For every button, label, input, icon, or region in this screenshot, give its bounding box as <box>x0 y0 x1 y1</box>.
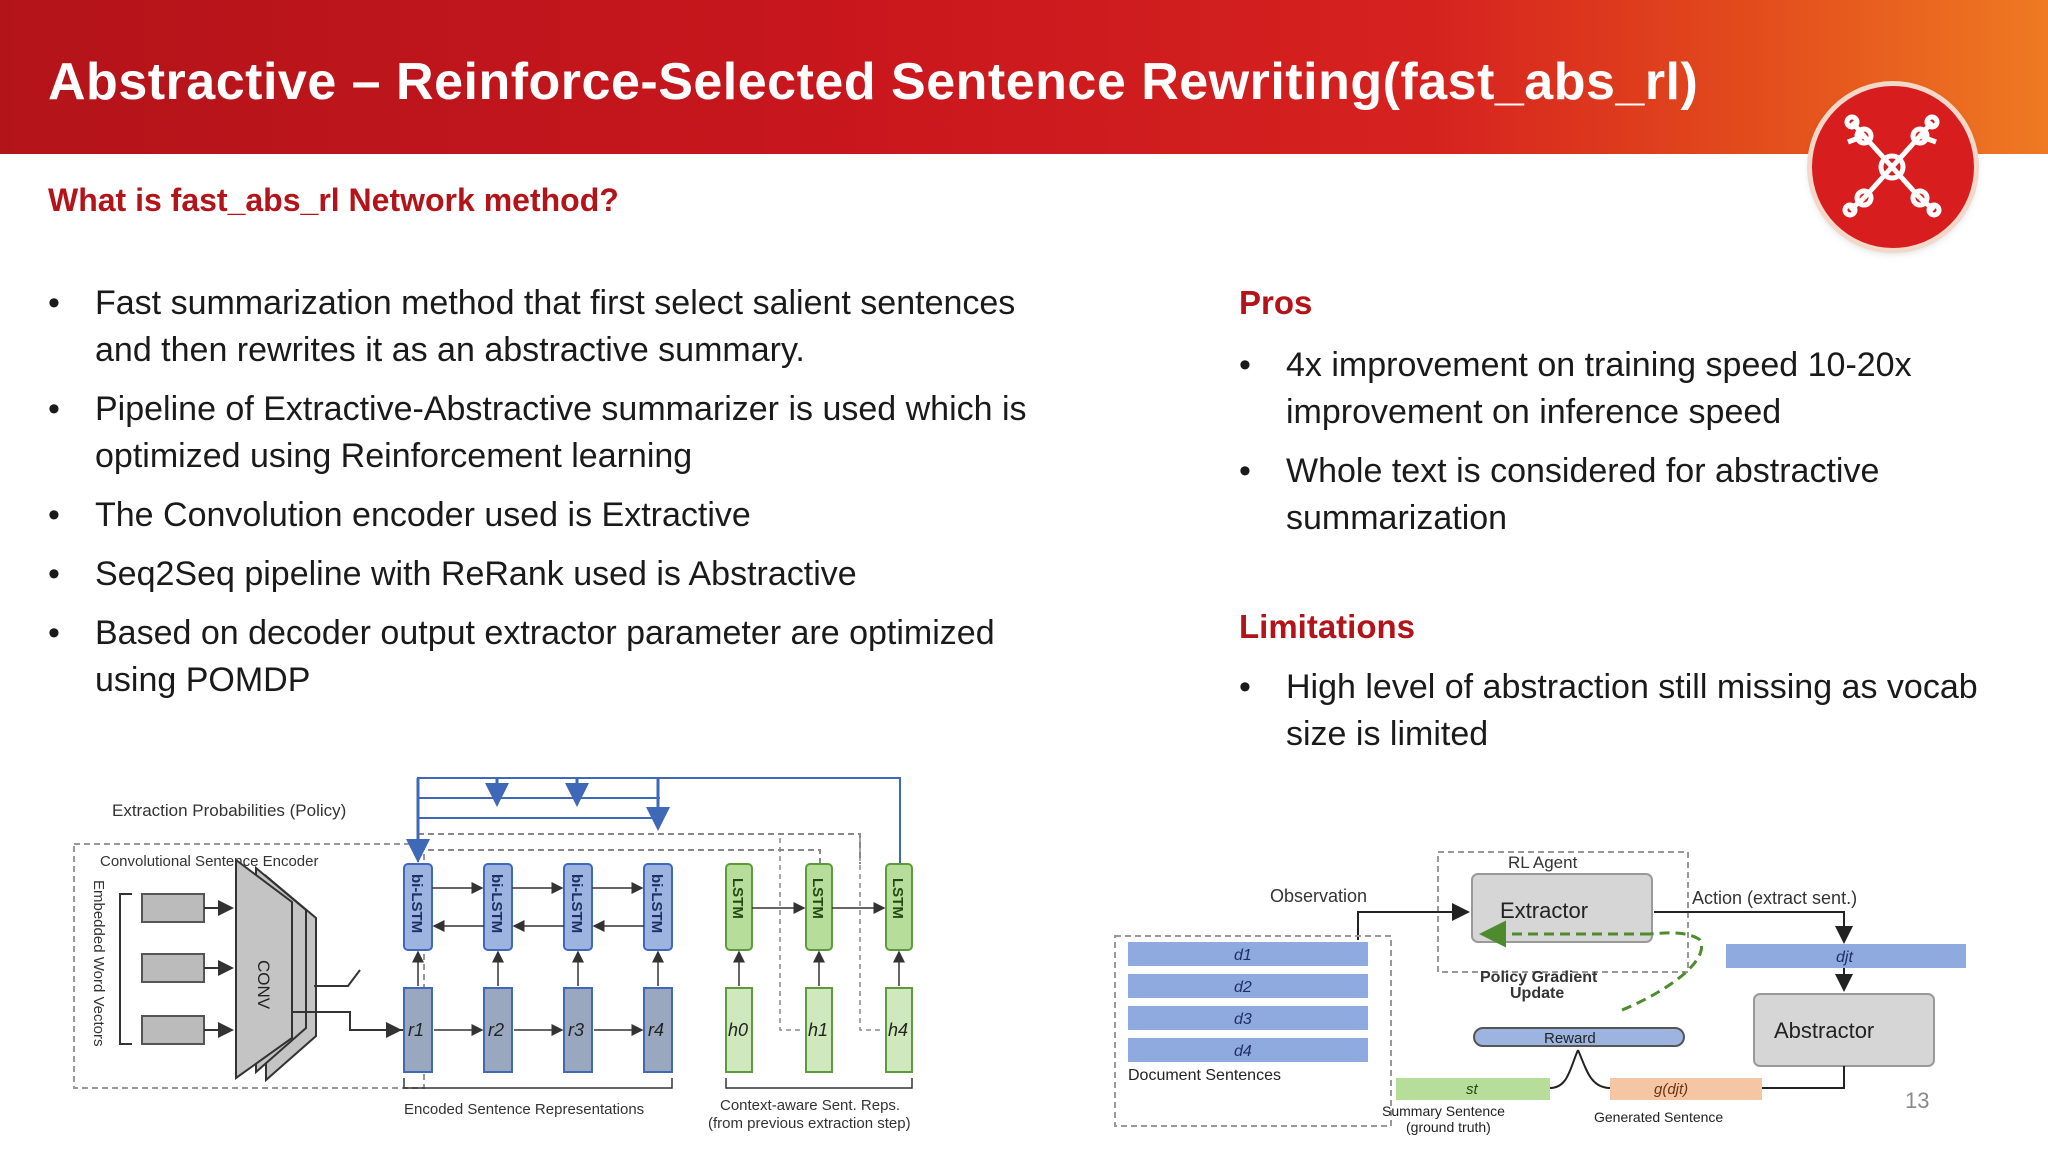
pros-list: 4x improvement on training speed 10-20x … <box>1239 342 1979 554</box>
selected-sentence-bar <box>1726 944 1966 968</box>
h-label: h4 <box>888 1020 908 1040</box>
pros-item: 4x improvement on training speed 10-20x … <box>1239 342 1979 436</box>
extractor-label: Extractor <box>1500 898 1588 923</box>
lstm-label: LSTM <box>809 878 826 919</box>
bullet-item: Seq2Seq pipeline with ReRank used is Abs… <box>48 551 1048 598</box>
r-label: r4 <box>648 1020 664 1040</box>
document-sentences-label: Document Sentences <box>1128 1067 1281 1084</box>
extractor-architecture-diagram: Extraction Probabilities (Policy) Convol… <box>73 777 913 1132</box>
page-number: 13 <box>1905 1088 1930 1113</box>
rl-agent-label: RL Agent <box>1508 853 1578 872</box>
d-label: d3 <box>1234 1011 1252 1028</box>
encoder-box <box>73 843 425 1089</box>
dj-label: djt <box>1836 949 1853 966</box>
reward-box <box>1473 1027 1685 1047</box>
policy-gradient-label: Policy Gradient <box>1480 969 1598 986</box>
reward-label: Reward <box>1544 1030 1596 1047</box>
lstm-label: LSTM <box>729 878 746 919</box>
bullet-item: Fast summarization method that first sel… <box>48 280 1048 374</box>
bilstm-label: bi-LSTM <box>488 874 505 933</box>
bilstm-layer: bi-LSTM bi-LSTM bi-LSTM bi-LSTM <box>403 863 673 951</box>
d-label: d1 <box>1234 947 1252 964</box>
summary-sentence-sublabel: (ground truth) <box>1406 1119 1491 1135</box>
limitations-heading: Limitations <box>1239 608 1416 645</box>
encoded-label: Encoded Sentence Representations <box>404 1101 644 1118</box>
pros-heading: Pros <box>1239 284 1313 321</box>
limitations-item: High level of abstraction still missing … <box>1239 664 1979 758</box>
r-label: r1 <box>408 1020 424 1040</box>
generated-sentence-bar <box>1610 1078 1762 1100</box>
h-label: h1 <box>808 1020 828 1040</box>
policy-label: Extraction Probabilities (Policy) <box>112 801 346 820</box>
summary-sentence-bar <box>1396 1078 1550 1100</box>
logo-badge <box>1812 86 1974 248</box>
encoder-label: Convolutional Sentence Encoder <box>100 853 318 870</box>
extractor-box <box>1471 873 1653 943</box>
network-graph-icon <box>1842 114 1942 218</box>
section-question: What is fast_abs_rl Network method? <box>48 182 619 218</box>
title-bar: Abstractive – Reinforce-Selected Sentenc… <box>0 0 2048 154</box>
lstm-label: LSTM <box>889 878 906 919</box>
generated-sentence-label: Generated Sentence <box>1594 1109 1723 1125</box>
rl-training-diagram: RL Agent Extractor Observation Action (e… <box>1114 851 1966 1135</box>
gdj-label: g(djt) <box>1654 1081 1688 1098</box>
bilstm-label: bi-LSTM <box>568 874 585 933</box>
action-label: Action (extract sent.) <box>1692 888 1857 908</box>
context-label: Context-aware Sent. Reps. <box>720 1097 900 1114</box>
limitations-list: High level of abstraction still missing … <box>1239 664 1979 770</box>
r-label: r3 <box>568 1020 584 1040</box>
d-label: d2 <box>1234 979 1252 996</box>
st-label: st <box>1466 1081 1479 1098</box>
pros-item: Whole text is considered for abstractive… <box>1239 448 1979 542</box>
bilstm-label: bi-LSTM <box>408 874 425 933</box>
d-label: d4 <box>1234 1043 1252 1060</box>
h-label: h0 <box>728 1020 748 1040</box>
conv-label: CONV <box>254 960 273 1010</box>
slide-title: Abstractive – Reinforce-Selected Sentenc… <box>48 53 1699 111</box>
policy-gradient-sublabel: Update <box>1510 985 1564 1002</box>
bullet-item: Based on decoder output extractor parame… <box>48 610 1048 704</box>
r-label: r2 <box>488 1020 504 1040</box>
bullet-item: Pipeline of Extractive-Abstractive summa… <box>48 386 1048 480</box>
observation-label: Observation <box>1270 886 1367 906</box>
context-sublabel: (from previous extraction step) <box>708 1115 911 1132</box>
vector-bracket <box>119 893 132 1045</box>
lstm-layer: LSTM LSTM LSTM <box>725 863 913 951</box>
abstractor-label: Abstractor <box>1774 1018 1874 1043</box>
document-box <box>1114 935 1392 1127</box>
bullet-item: The Convolution encoder used is Extracti… <box>48 492 1048 539</box>
bilstm-label: bi-LSTM <box>648 874 665 933</box>
word-vectors-label: Embedded Word Vectors <box>90 880 107 1046</box>
main-bullet-list: Fast summarization method that first sel… <box>48 280 1048 716</box>
summary-sentence-label: Summary Sentence <box>1382 1103 1505 1119</box>
